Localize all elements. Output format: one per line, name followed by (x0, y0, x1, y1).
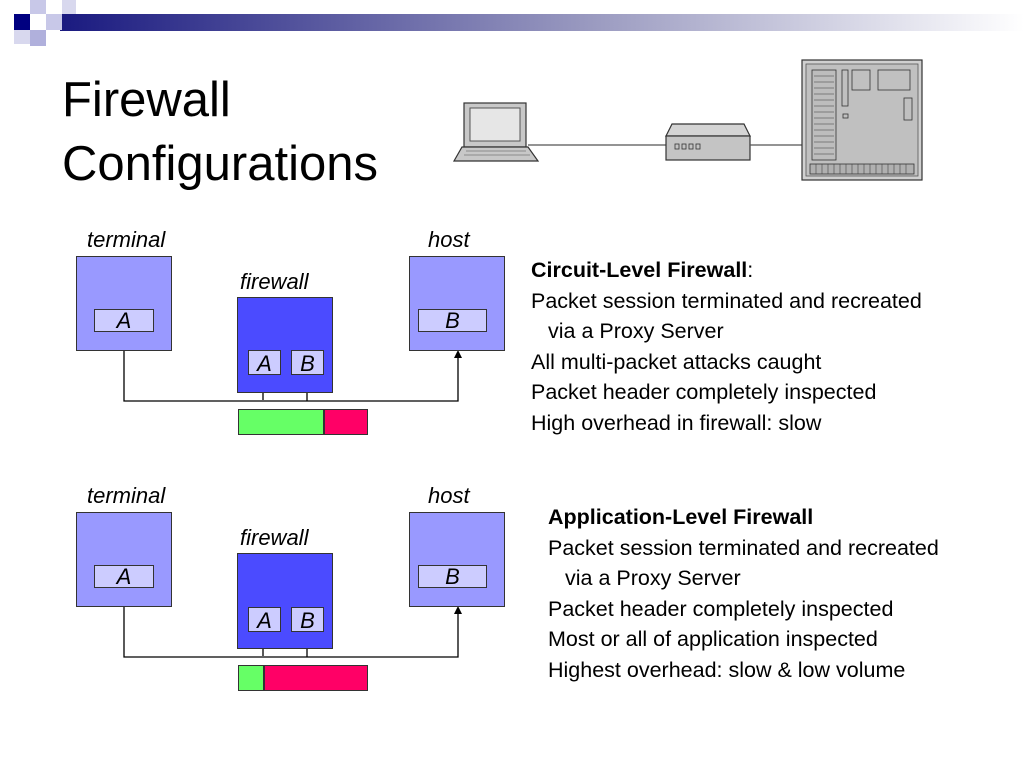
circuit-heading: Circuit-Level Firewall (531, 258, 748, 282)
circuit-line-3: All multi-packet attacks caught (531, 349, 822, 374)
terminal-label: terminal (87, 227, 166, 252)
terminal-box (76, 256, 172, 351)
circuit-description: Circuit-Level Firewall: Packet session t… (531, 255, 922, 439)
firewall-slot-a: A (248, 607, 281, 633)
circuit-line-4: Packet header completely inspected (531, 380, 877, 405)
circuit-diagram: terminal host firewall A B A B (0, 0, 520, 440)
application-heading: Application-Level Firewall (548, 505, 814, 529)
application-line-3: Packet header completely inspected (548, 596, 894, 621)
firewall-box (237, 553, 333, 649)
host-label: host (428, 227, 470, 252)
overhead-bar-low (238, 409, 324, 435)
server-icon (801, 59, 923, 181)
circuit-line-5: High overhead in firewall: slow (531, 410, 822, 435)
overhead-bar-high (264, 665, 368, 691)
terminal-slot-a: A (94, 309, 154, 332)
corner-decoration (14, 0, 1024, 46)
circuit-heading-colon: : (747, 258, 754, 282)
overhead-bar (238, 665, 368, 691)
page-title: Firewall Configurations (62, 68, 378, 196)
network-illustration (452, 59, 923, 181)
firewall-slot-b: B (291, 350, 324, 376)
overhead-bar-high (324, 409, 368, 435)
application-line-5: Highest overhead: slow & low volume (548, 657, 906, 682)
application-diagram: terminal host firewall A B A B (0, 256, 520, 696)
firewall-slot-b: B (291, 607, 324, 633)
title-line-1: Firewall (62, 73, 231, 127)
host-slot-b: B (418, 309, 487, 332)
overhead-bar (238, 409, 368, 435)
application-heading-line: Application-Level Firewall (548, 502, 939, 533)
firewall-label: firewall (240, 525, 309, 550)
circuit-line-1: Packet session terminated and recreated (531, 288, 922, 313)
network-hub-icon (665, 123, 751, 161)
host-slot-b: B (418, 565, 487, 588)
overhead-bar-low (238, 665, 264, 691)
application-line-1: Packet session terminated and recreated (548, 535, 939, 560)
firewall-label: firewall (240, 269, 309, 294)
application-description: Application-Level Firewall Packet sessio… (548, 502, 939, 686)
firewall-box (237, 297, 333, 393)
application-line-4: Most or all of application inspected (548, 627, 878, 652)
terminal-slot-a: A (94, 565, 154, 588)
host-box (409, 512, 505, 607)
laptop-icon (452, 102, 540, 162)
circuit-heading-line: Circuit-Level Firewall: (531, 255, 922, 286)
terminal-label: terminal (87, 483, 166, 508)
host-box (409, 256, 505, 351)
host-label: host (428, 483, 470, 508)
firewall-slot-a: A (248, 350, 281, 376)
application-line-2: via a Proxy Server (565, 566, 741, 591)
title-line-2: Configurations (62, 137, 378, 191)
terminal-box (76, 512, 172, 607)
circuit-line-2: via a Proxy Server (548, 319, 724, 344)
